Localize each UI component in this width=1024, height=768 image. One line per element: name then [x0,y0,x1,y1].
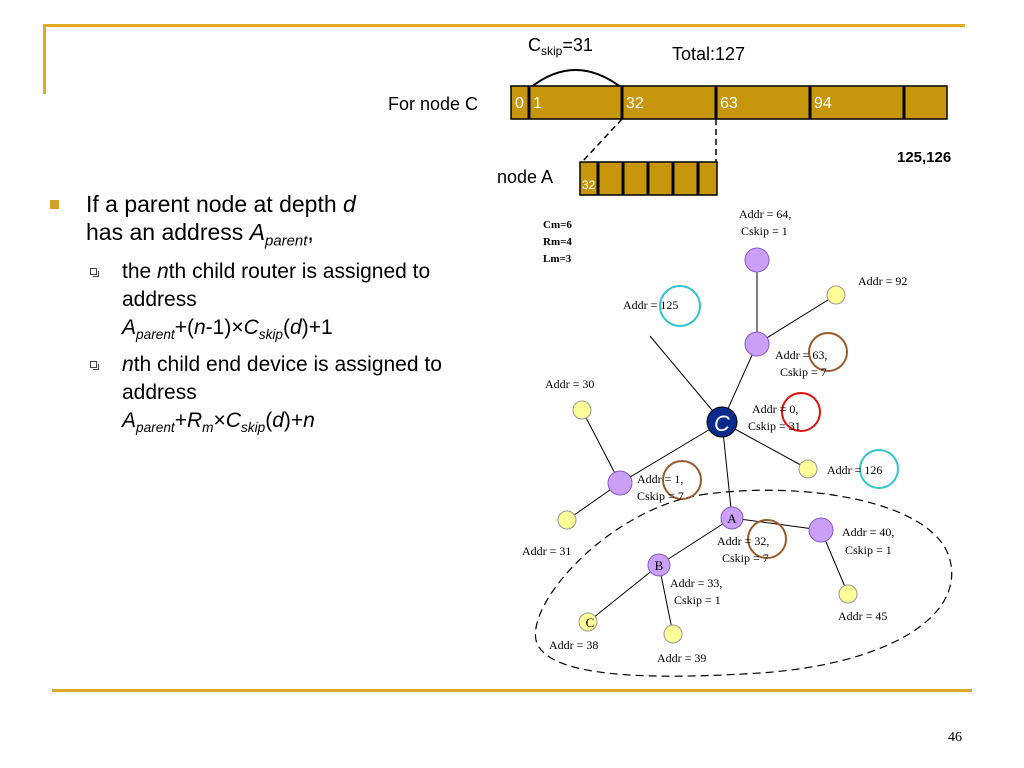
bullet-router: the nth child router is assigned to addr… [50,258,470,349]
end-device-92 [826,285,846,305]
edge [581,409,621,484]
tail-label: 125,126 [897,149,951,166]
label-cskip1a: Cskip = 1 [741,224,788,238]
param-lm: Lm=3 [543,253,572,265]
label-addr39: Addr = 39 [657,651,706,665]
coordinator-node-c [706,406,738,438]
bar-a-label-32: 32 [582,178,596,192]
highlight-circle-63 [808,332,848,372]
router-node-63 [744,331,770,357]
label-cskip7a: Cskip = 7 [780,365,827,379]
subtree-boundary [534,489,953,677]
router-node-64 [744,247,770,273]
page-number: 46 [948,730,962,745]
label-cskip7c: Cskip = 7 [722,551,769,565]
edge [721,421,733,519]
label-addr33: Addr = 33, [670,576,722,590]
bullet-box-icon [90,360,99,370]
highlight-circle-1 [662,460,702,500]
edge [731,517,822,531]
label-addr92: Addr = 92 [858,274,907,288]
edge [649,335,723,423]
end-device-31 [557,510,577,530]
bullet-box-icon [90,267,99,277]
bar-label-94: 94 [814,95,832,112]
edge [756,294,837,345]
node-c-address-bar [510,85,948,120]
end-device-c [578,612,598,632]
label-addr32: Addr = 32, [717,534,769,548]
router-node-1 [607,470,633,496]
param-cm: Cm=6 [543,219,572,231]
bullet-square-icon [50,200,59,209]
node-c-letter: C [586,615,595,630]
label-addr0: Addr = 0, [752,402,798,416]
label-addr63: Addr = 63, [775,348,827,362]
label-addr38: Addr = 38 [549,638,598,652]
label-addr45: Addr = 45 [838,609,887,623]
zoom-line-left [581,118,623,163]
bullet-list: If a parent node at depth d has an addre… [50,190,470,442]
edge [658,517,733,566]
label-cskip1c: Cskip = 1 [674,593,721,607]
node-a-letter: A [727,511,737,526]
node-b-letter: B [655,558,664,573]
top-border [43,24,965,27]
router-node-40 [808,517,834,543]
label-addr64: Addr = 64, [739,207,791,221]
param-rm: Rm=4 [543,236,572,248]
label-cskip1b: Cskip = 1 [845,543,892,557]
bullet-main: If a parent node at depth d has an addre… [50,190,470,256]
label-cskip7b: Cskip = 7 [637,489,684,503]
total-label: Total:127 [672,44,745,64]
edge [587,564,660,623]
label-addr31: Addr = 31 [522,544,571,558]
label-addr40: Addr = 40, [842,525,894,539]
label-addr30: Addr = 30 [545,377,594,391]
highlight-circle-126 [859,449,899,489]
end-device-30 [572,400,592,420]
node-a-label: node A [497,167,553,187]
edge [619,421,723,484]
edge [721,421,809,470]
end-device-126 [798,459,818,479]
bar-label-1: 1 [533,95,542,112]
cskip-label: Cskip=31 [528,35,593,58]
label-cskip31: Cskip = 31 [748,419,801,433]
bottom-border [52,689,972,692]
bar-label-0: 0 [515,95,524,112]
end-device-39 [663,624,683,644]
router-node-a [720,506,744,530]
bar-label-63: 63 [720,95,738,112]
highlight-circle-125 [659,285,701,327]
for-node-c-label: For node C [388,94,478,114]
end-device-45 [838,584,858,604]
bar-label-32: 32 [626,95,644,112]
label-addr1: Addr = 1, [637,472,683,486]
address-labels: Addr = 64, Cskip = 1 Addr = 92 Addr = 12… [522,207,907,665]
label-addr125: Addr = 125 [623,298,678,312]
left-border [43,24,46,94]
cskip-arc [529,69,623,89]
edge [658,564,674,635]
bullet-end-device: nth child end device is assigned to addr… [50,351,470,442]
label-addr126: Addr = 126 [827,463,882,477]
highlight-circle-32 [747,519,787,559]
highlight-circle-0 [781,392,821,432]
coordinator-letter: C [714,411,730,436]
router-node-b [647,553,671,577]
